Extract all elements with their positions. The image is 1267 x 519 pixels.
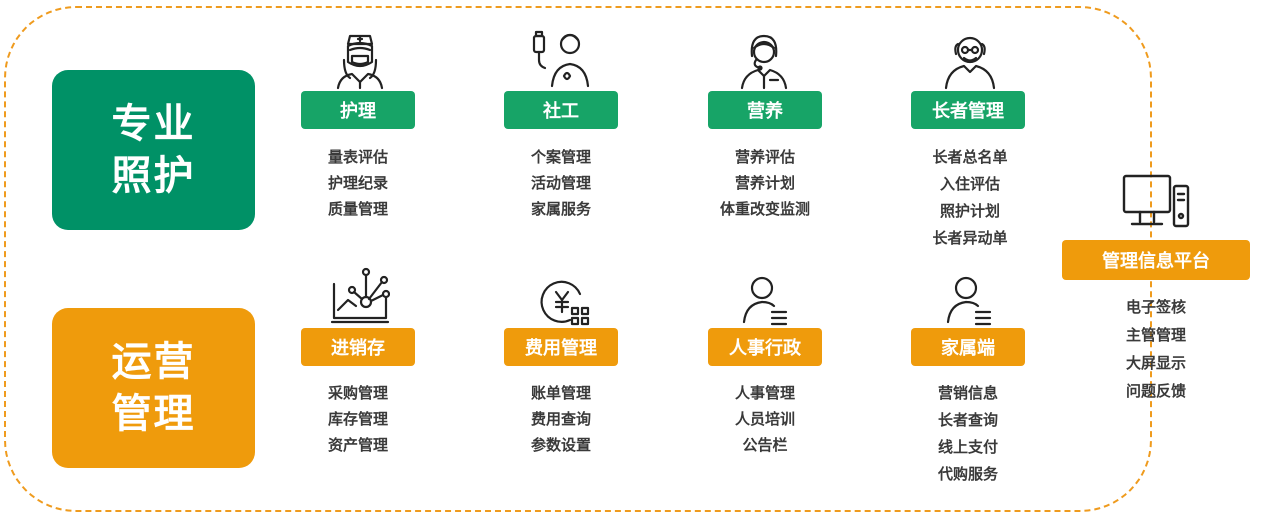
elder-management-label[interactable]: 长者管理 [911,91,1025,129]
list-item: 费用查询 [530,410,591,428]
category-operations-line1: 运营 [111,339,196,385]
family-portal-label[interactable]: 家属端 [911,328,1025,366]
platform-list: 电子签核 主管管理 大屏显示 问题反馈 [1106,293,1206,405]
elder-icon [940,30,1000,90]
list-item: 营销信息 [937,384,998,402]
social-worker-icon [530,28,590,88]
nursing-label[interactable]: 护理 [301,91,415,129]
fee-management-list: 账单管理 费用查询 参数设置 [516,380,606,458]
list-item: 活动管理 [530,174,591,192]
list-item: 代购服务 [937,465,998,483]
list-item: 库存管理 [327,410,388,428]
list-item: 个案管理 [530,148,591,166]
list-item: 家属服务 [530,200,591,218]
category-operations: 运营 管理 [52,308,255,468]
hr-admin-label[interactable]: 人事行政 [708,328,822,366]
category-professional-care: 专业 照护 [52,70,255,230]
list-item: 量表评估 [327,148,388,166]
family-portal-list: 营销信息 长者查询 线上支付 代购服务 [923,380,1013,488]
list-item: 问题反馈 [1125,382,1186,400]
list-item: 主管管理 [1125,326,1186,344]
list-item: 账单管理 [530,384,591,402]
nutrition-label[interactable]: 营养 [708,91,822,129]
list-item: 线上支付 [937,438,998,456]
list-item: 采购管理 [327,384,388,402]
elder-management-list: 长者总名单 入住评估 照护计划 长者异动单 [915,144,1025,252]
list-item: 人员培训 [734,410,795,428]
list-item: 公告栏 [742,436,788,454]
list-item: 电子签核 [1125,298,1186,316]
list-item: 体重改变监测 [719,200,810,218]
list-item: 入住评估 [939,175,1000,193]
category-professional-care-line1: 专业 [111,101,196,147]
computer-icon [1122,172,1192,232]
inventory-list: 采购管理 库存管理 资产管理 [313,380,403,458]
list-item: 长者总名单 [932,148,1008,166]
list-item: 营养评估 [734,148,795,166]
list-item: 质量管理 [327,200,388,218]
person-list-icon [736,272,796,332]
person-list-icon [940,272,1000,332]
hr-admin-list: 人事管理 人员培训 公告栏 [720,380,810,458]
list-item: 人事管理 [734,384,795,402]
category-operations-line2: 管理 [111,391,196,437]
fee-management-label[interactable]: 费用管理 [504,328,618,366]
social-work-list: 个案管理 活动管理 家属服务 [516,144,606,222]
social-work-label[interactable]: 社工 [504,91,618,129]
list-item: 护理纪录 [327,174,388,192]
list-item: 长者查询 [937,411,998,429]
list-item: 长者异动单 [932,229,1008,247]
nursing-list: 量表评估 护理纪录 质量管理 [313,144,403,222]
platform-label[interactable]: 管理信息平台 [1062,240,1250,280]
list-item: 参数设置 [530,436,591,454]
category-professional-care-line2: 照护 [111,153,196,199]
nurse-icon [330,30,390,90]
list-item: 大屏显示 [1125,354,1186,372]
list-item: 照护计划 [939,202,1000,220]
nutrition-list: 营养评估 营养计划 体重改变监测 [700,144,830,222]
yen-coin-icon [534,274,594,334]
list-item: 营养计划 [734,174,795,192]
inventory-network-icon [330,266,390,326]
inventory-label[interactable]: 进销存 [301,328,415,366]
nutritionist-icon [734,30,794,90]
list-item: 资产管理 [327,436,388,454]
